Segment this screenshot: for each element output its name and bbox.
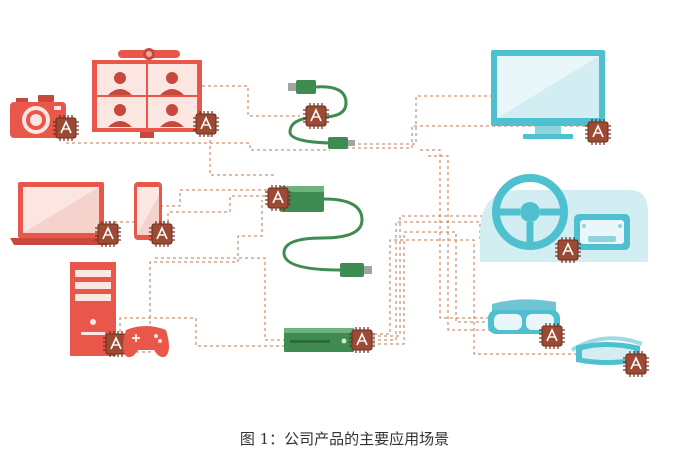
figure-caption: 图 1：公司产品的主要应用场景 — [239, 430, 450, 448]
chip-icon — [52, 114, 80, 142]
laptop-icon — [10, 182, 112, 245]
chip-icon — [192, 110, 220, 138]
chip-icon — [554, 236, 582, 264]
video-conference-icon — [92, 48, 202, 138]
camera-icon — [10, 95, 66, 138]
chip-icon — [584, 118, 612, 146]
application-scenarios-diagram — [10, 48, 650, 378]
gamepad-icon — [123, 326, 169, 358]
chip-icon — [264, 184, 292, 212]
chip-icon — [622, 350, 650, 378]
car-dashboard-icon — [480, 174, 648, 262]
chip-icon — [538, 322, 566, 350]
ar-glasses-icon — [570, 336, 643, 365]
monitor-icon — [491, 50, 605, 139]
chip-icon — [302, 102, 330, 130]
chip-icon — [94, 220, 122, 248]
chip-icon — [148, 220, 176, 248]
game-console-icon — [284, 328, 354, 352]
adapter-icon — [280, 186, 372, 277]
chip-icon — [348, 326, 376, 354]
